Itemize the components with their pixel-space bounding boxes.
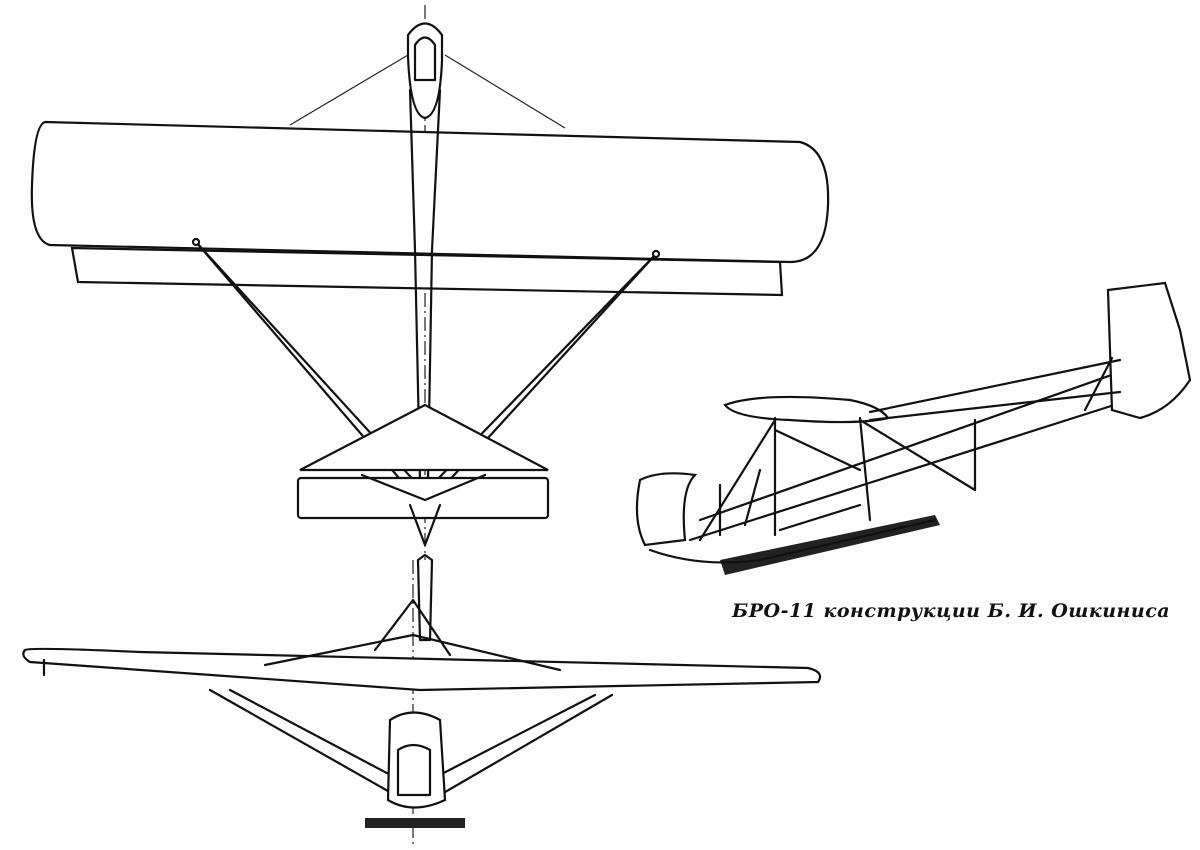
tail-fin (1106, 281, 1192, 420)
ground-hatch-front (365, 818, 465, 828)
cockpit-nose (635, 472, 698, 547)
front-fuselage (386, 711, 447, 809)
drawing-caption: БРО-11 конструкции Б. И. Ошкиниса (732, 600, 1171, 622)
front-view (22, 560, 822, 845)
skid (648, 518, 937, 564)
tailplane (299, 403, 549, 472)
side-view (635, 281, 1192, 575)
top-view (30, 5, 830, 642)
cockpit (406, 22, 444, 120)
upper-wing (30, 120, 830, 264)
front-wing (22, 647, 822, 692)
wing-airfoil (723, 395, 890, 424)
elevator (296, 476, 550, 520)
